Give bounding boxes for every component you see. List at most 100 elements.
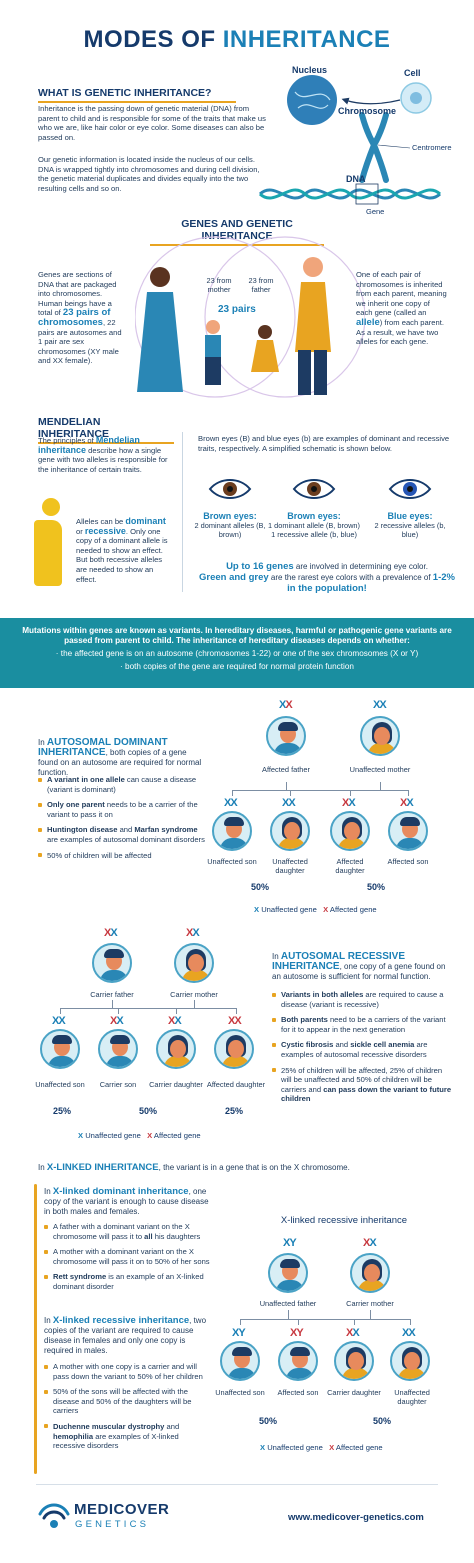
ad-child-2-chr: XX: [282, 797, 296, 809]
ad-child-4-avatar: [388, 811, 428, 851]
pairs-label: 23 pairs: [218, 304, 256, 315]
ad-bullet-2: Only one parent needs to be a carrier of…: [38, 800, 208, 819]
ad-pct-right: 50%: [366, 882, 385, 892]
xl-child-1-chr: XY: [232, 1327, 246, 1339]
xl-child-4-chr: XX: [402, 1327, 416, 1339]
ad-child-2-label: Unaffected daughter: [272, 857, 308, 875]
ad-bullet-1: A variant in one allele can cause a dise…: [38, 775, 208, 794]
ar-mother-label: Carrier mother: [170, 990, 218, 999]
variants-band-text: Mutations within genes are known as vari…: [22, 626, 452, 671]
xl-father-chr: XY: [283, 1237, 297, 1249]
ad-pct-left: 50%: [250, 882, 269, 892]
ad-child-2-avatar: [270, 811, 310, 851]
ad-father-chromosomes: XX: [279, 699, 293, 711]
info-i-icon: [32, 498, 70, 586]
genes-right-text: One of each pair of chromosomes is inher…: [356, 270, 447, 347]
ar-bullet-2: Both parents need to be a carriers of th…: [272, 1015, 452, 1034]
xl-child-4-label: Unaffected daughter: [394, 1388, 430, 1406]
footer-url[interactable]: www.medicover-genetics.com: [288, 1512, 424, 1523]
ar-child-2-chr: XX: [110, 1015, 124, 1027]
allele-text: Alleles can be dominant or recessive. On…: [76, 516, 168, 584]
xl-dom-bullet-2: A mother with a dominant variant on the …: [44, 1247, 212, 1266]
ad-child-3-label: Affected daughter: [335, 857, 365, 875]
xl-child-2-label: Affected son: [277, 1388, 319, 1397]
ar-bullet-3: Cystic fibrosis and sickle cell anemia a…: [272, 1040, 452, 1059]
eye-1-caption: Brown eyes: 2 dominant alleles (B, brown…: [194, 511, 266, 540]
ad-child-4-chr: XX: [400, 797, 414, 809]
what-heading: WHAT IS GENETIC INHERITANCE?: [38, 87, 236, 103]
xl-mother-avatar: [350, 1253, 390, 1293]
ad-child-1-label: Unaffected son: [207, 857, 257, 866]
what-paragraph-1: Inheritance is the passing down of genet…: [38, 104, 266, 142]
ar-child-2-label: Carrier son: [99, 1080, 137, 1089]
ar-pct-2: 50%: [138, 1106, 157, 1116]
affected-gene-icon: X: [329, 1443, 335, 1452]
ad-child-3-chr: XX: [342, 797, 356, 809]
ad-father-label: Affected father: [262, 765, 310, 774]
ar-bullets: Variants in both alleles are required to…: [272, 990, 452, 1110]
ar-intro: In AUTOSOMAL RECESSIVE INHERITANCE, one …: [272, 951, 446, 982]
genes-heading: GENES AND GENETIC INHERITANCE: [150, 218, 324, 246]
ar-child-1-chr: XX: [52, 1015, 66, 1027]
from-father-label: 23 from father: [248, 276, 274, 294]
genes-left-text: Genes are sections of DNA that are packa…: [38, 270, 122, 366]
ar-pct-3: 25%: [224, 1106, 243, 1116]
ar-child-2-avatar: [98, 1029, 138, 1069]
daughter-figure: [251, 325, 279, 372]
venn-illustration: [135, 236, 365, 398]
centromere-label: Centromere: [412, 143, 452, 152]
xl-intro: In X-LINKED INHERITANCE, the variant is …: [38, 1162, 350, 1173]
xl-child-1-label: Unaffected son: [215, 1388, 265, 1397]
nucleus-label: Nucleus: [292, 65, 328, 75]
chromosome-icon: [359, 112, 389, 183]
ad-mother-chromosomes: XX: [373, 699, 387, 711]
page-title: MODES OF INHERITANCE: [83, 26, 391, 53]
ad-mother-label: Unaffected mother: [349, 765, 411, 774]
ar-child-1-avatar: [40, 1029, 80, 1069]
unaffected-gene-icon: X: [78, 1131, 84, 1140]
ar-child-3-avatar: [156, 1029, 196, 1069]
xl-father-label: Unaffected father: [259, 1299, 317, 1308]
ad-bullet-4: 50% of children will be affected: [38, 851, 208, 861]
chromosome-label: Chromosome: [338, 106, 397, 116]
cell-dna-illustration: [258, 75, 442, 205]
mother-figure: [137, 267, 183, 392]
eye-brown-1-icon: [208, 479, 252, 499]
variants-band: [0, 618, 474, 688]
xl-child-4-avatar: [390, 1341, 430, 1381]
ad-child-3-avatar: [330, 811, 370, 851]
ad-connector: [286, 782, 287, 790]
xl-child-2-avatar: [278, 1341, 318, 1381]
xl-bracket: [34, 1184, 37, 1474]
ad-legend: X Unaffected gene X Affected gene: [254, 905, 377, 914]
xl-dom-bullet-1: A father with a dominant variant on the …: [44, 1222, 212, 1241]
ar-child-1-label: Unaffected son: [35, 1080, 85, 1089]
ar-child-3-label: Carrier daughter: [149, 1080, 203, 1089]
xl-rec-bullet-2: 50% of the sons will be affected with th…: [44, 1387, 212, 1416]
ar-father-chr: XX: [104, 927, 118, 939]
ar-mother-chr: XX: [186, 927, 200, 939]
xl-child-3-chr: XX: [346, 1327, 360, 1339]
ar-legend: X Unaffected gene X Affected gene: [78, 1131, 201, 1140]
mendel-divider: [182, 432, 183, 592]
eye-2-caption: Brown eyes: 1 dominant allele (B, brown)…: [267, 511, 361, 540]
ad-bullet-3: Huntington disease and Marfan syndrome a…: [38, 825, 208, 844]
cell-label: Cell: [404, 68, 421, 78]
son-figure: [205, 320, 221, 385]
ad-intro: In AUTOSOMAL DOMINANT INHERITANCE, both …: [38, 737, 202, 778]
what-paragraph-2: Our genetic information is located insid…: [38, 155, 260, 193]
xl-child-3-avatar: [334, 1341, 374, 1381]
xl-rec-intro: In X-linked recessive inheritance, two c…: [44, 1315, 207, 1356]
xl-pct-left: 50%: [258, 1416, 277, 1426]
xl-legend: X Unaffected gene X Affected gene: [260, 1443, 383, 1452]
footer-divider: [36, 1484, 438, 1485]
ar-bullet-1: Variants in both alleles are required to…: [272, 990, 452, 1009]
xl-mother-chr: XX: [363, 1237, 377, 1249]
xl-rec-bullet-1: A mother with one copy is a carrier and …: [44, 1362, 212, 1381]
xl-dom-bullet-3: Rett syndrome is an example of an X-link…: [44, 1272, 212, 1291]
dna-label: DNA: [346, 174, 366, 184]
unaffected-gene-icon: X: [254, 905, 260, 914]
ar-pct-1: 25%: [52, 1106, 71, 1116]
ad-child-1-avatar: [212, 811, 252, 851]
ad-father-avatar: [266, 716, 306, 756]
